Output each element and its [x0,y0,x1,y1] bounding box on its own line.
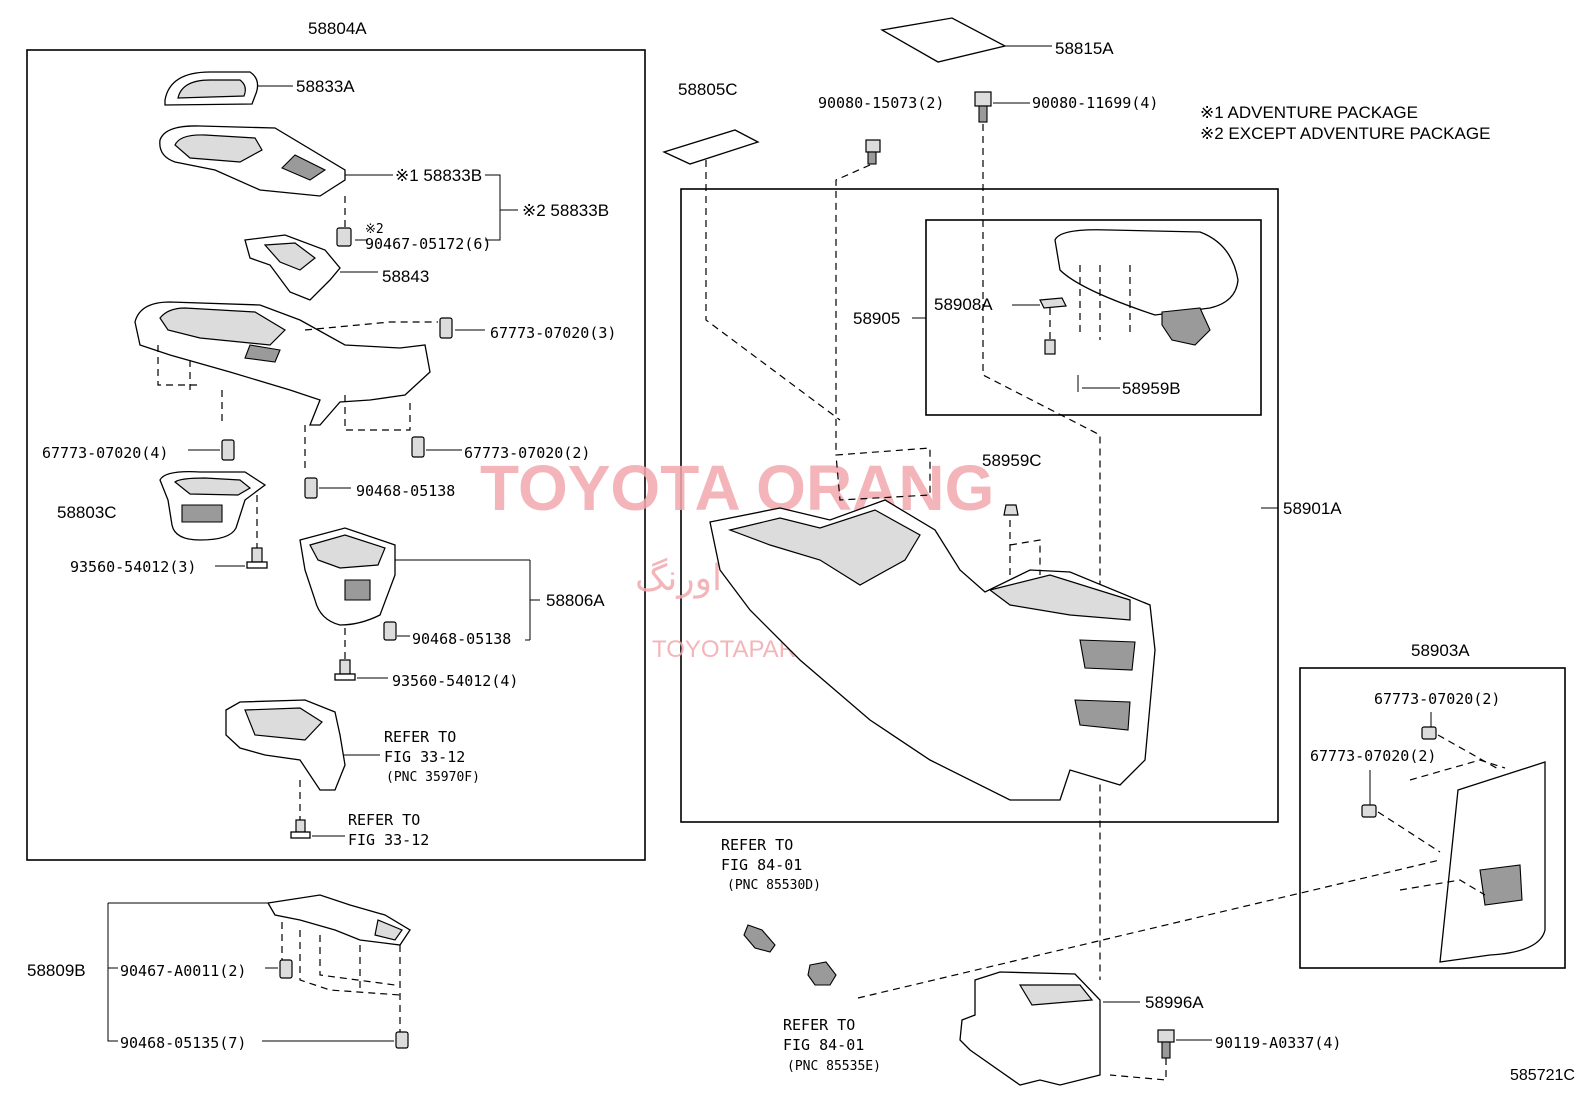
label-90468-05138-a: 90468-05138 [356,482,455,500]
label-refer-3c: (PNC 85530D) [727,878,821,893]
label-refer-1a: REFER TO [384,728,456,746]
part-refer-fig-33-12-bolt [290,819,311,839]
label-refer-4a: REFER TO [783,1016,855,1034]
label-refer-4c: (PNC 85535E) [787,1059,881,1074]
part-58903A-rear-panel [1439,761,1546,963]
label-58843: 58843 [382,267,429,286]
label-58996A: 58996A [1145,993,1204,1012]
part-lower-console-bezel [134,301,431,426]
label-90468-05138-b: 90468-05138 [412,630,511,648]
label-90080-11699: 90080-11699(4) [1032,94,1158,112]
part-58815A-mat [880,17,1007,63]
label-58833B-1: ※1 58833B [395,166,482,185]
part-90468-05138-clip-a [304,477,318,499]
label-90468-05135: 90468-05135(7) [120,1034,246,1052]
label-90119-A0337: 90119-A0337(4) [1215,1034,1341,1052]
label-58905: 58905 [853,309,900,328]
label-refer-1b: FIG 33-12 [384,748,465,766]
label-note-2: ※2 EXCEPT ADVENTURE PACKAGE [1200,124,1490,143]
part-58809B-rear-trim [266,894,411,946]
label-refer-1c: (PNC 35970F) [386,770,480,785]
label-58903A: 58903A [1411,641,1470,660]
label-note-2-small: ※2 [365,222,384,237]
label-58833B-2: ※2 58833B [522,201,609,220]
part-90080-15073-bolt [865,139,881,165]
part-58905-armrest-lid [1054,229,1239,346]
part-67773-clip-4 [221,439,235,461]
part-58803C-cup-holder [159,471,267,541]
part-58805C-lid [662,129,760,165]
label-67773-4: 67773-07020(4) [42,444,168,462]
label-refer-2a: REFER TO [348,811,420,829]
part-switch-refer-84-01-a [743,924,776,953]
figure-number: 585721C [1510,1067,1575,1084]
label-58805C: 58805C [678,80,738,99]
frame-58901A [680,188,1279,823]
part-screw-58908A [1044,339,1056,355]
part-90080-11699-bolt [974,91,992,123]
part-90119-A0337-bolt [1157,1029,1175,1059]
part-67773-clip-2b [1421,726,1437,740]
part-93560-54012-bolt-3 [246,547,268,569]
part-90468-05138-clip-b [383,621,397,641]
label-refer-4b: FIG 84-01 [783,1036,864,1054]
part-90468-05135-clip [395,1031,409,1049]
part-58901A-console-body [709,499,1156,801]
part-58833B-shift-panel [159,125,346,197]
part-switch-refer-84-01-b [807,961,837,986]
part-shift-lever-base [225,699,346,791]
label-58959C: 58959C [982,451,1042,470]
part-58908A-plate [1039,297,1067,309]
label-58806A: 58806A [546,591,605,610]
label-67773-2a: 67773-07020(2) [464,444,590,462]
part-58959C-clip [1003,504,1019,516]
part-90467-A0011-clip [279,959,293,979]
part-93560-54012-bolt-4 [334,659,356,681]
label-58901A: 58901A [1283,499,1342,518]
label-58804A: 58804A [308,19,367,38]
label-90467-A0011: 90467-A0011(2) [120,962,246,980]
part-58806A-cup-holder [299,527,396,626]
label-90080-15073: 90080-15073(2) [818,94,944,112]
label-93560-4: 93560-54012(4) [392,672,518,690]
frame-58903A [1299,667,1566,969]
part-58996A-bracket [959,971,1101,1086]
part-67773-clip-2c [1361,804,1377,818]
label-67773-2c: 67773-07020(2) [1310,747,1436,765]
part-90467-05172-clip [336,227,352,247]
label-58815A: 58815A [1055,39,1114,58]
label-58908A: 58908A [934,295,993,314]
part-67773-clip-3 [439,317,453,339]
frame-58804A [26,49,646,861]
label-refer-2b: FIG 33-12 [348,831,429,849]
label-refer-3b: FIG 84-01 [721,856,802,874]
label-90467-05172: 90467-05172(6) [365,235,491,253]
label-67773-2b: 67773-07020(2) [1374,690,1500,708]
part-58843-shift-housing [244,234,341,301]
label-58803C: 58803C [57,503,117,522]
label-58833A: 58833A [296,77,355,96]
part-58833A-bezel-ring [164,71,259,106]
label-58809B: 58809B [27,961,86,980]
label-refer-3a: REFER TO [721,836,793,854]
part-67773-clip-2a [411,436,425,458]
label-note-1: ※1 ADVENTURE PACKAGE [1200,103,1418,122]
label-58959B: 58959B [1122,379,1181,398]
label-93560-3: 93560-54012(3) [70,558,196,576]
label-67773-3: 67773-07020(3) [490,324,616,342]
watermark-title: TOYOTA ORANG [480,452,994,524]
